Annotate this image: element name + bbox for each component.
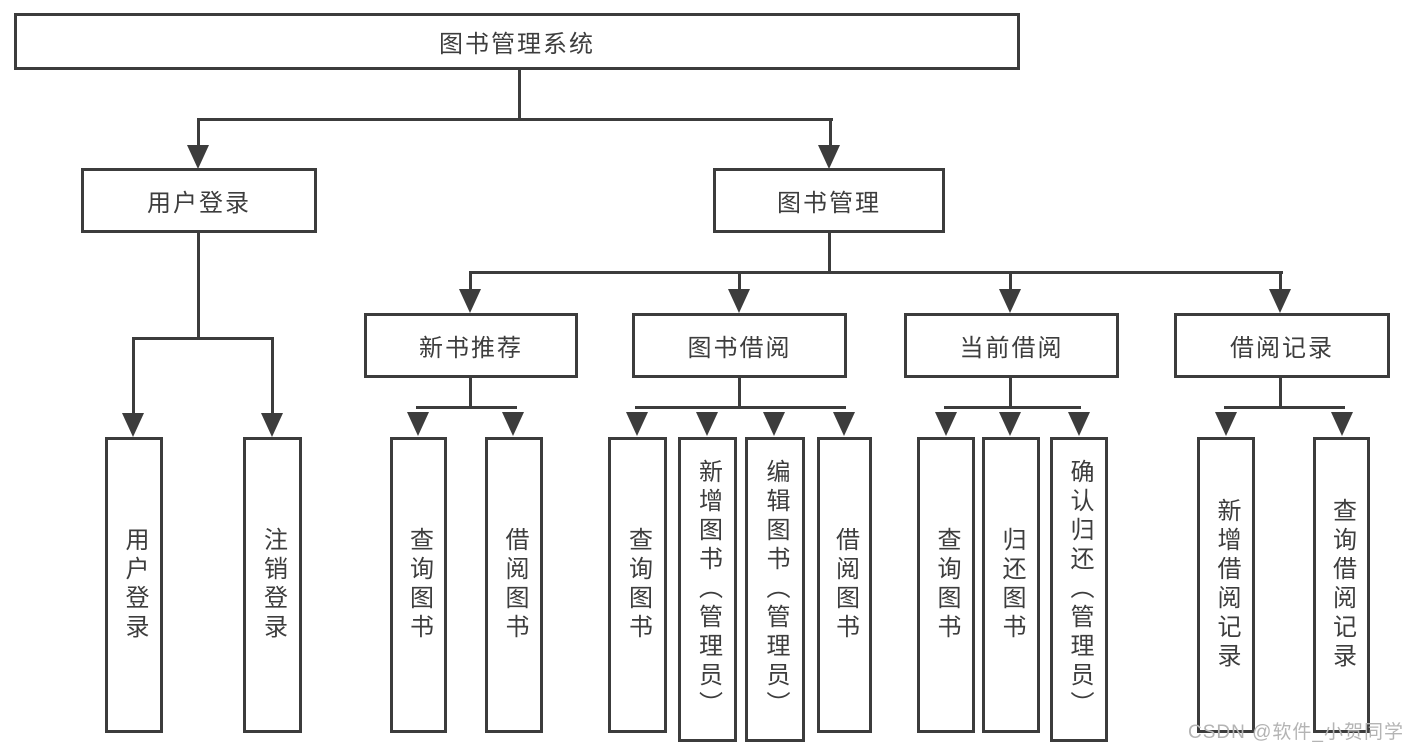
connector-level3-bar xyxy=(469,271,1283,274)
leaf-new-book-query: 查询图书 xyxy=(390,437,447,733)
arrow-down-icon xyxy=(626,412,648,436)
arrow-down-icon xyxy=(935,412,957,436)
leaf-label: 查询图书 xyxy=(624,527,652,643)
connector-leaf-drop xyxy=(132,340,135,415)
node-current-borrow: 当前借阅 xyxy=(904,313,1119,378)
connector-user-login-stem xyxy=(197,233,200,340)
leaf-label: 查询图书 xyxy=(405,527,433,643)
leaf-current-query: 查询图书 xyxy=(917,437,975,733)
connector-borrow-record-stem xyxy=(1279,378,1282,409)
arrow-down-icon xyxy=(999,412,1021,436)
connector-current-borrow-drop xyxy=(1009,274,1012,291)
leaf-label: 注销登录 xyxy=(259,527,287,643)
connector-user-login-bar xyxy=(132,337,274,340)
arrow-down-icon xyxy=(459,289,481,313)
node-library-management-system: 图书管理系统 xyxy=(14,13,1020,70)
leaf-borrow-book: 借阅图书 xyxy=(817,437,872,733)
connector-borrow-record-bar xyxy=(1224,406,1345,409)
leaf-label: 新增借阅记录 xyxy=(1213,498,1240,672)
connector-book-borrow-stem xyxy=(738,378,741,409)
leaf-label: 借阅图书 xyxy=(831,527,859,643)
connector-book-mgmt-drop xyxy=(829,121,832,148)
node-borrow-record: 借阅记录 xyxy=(1174,313,1390,378)
leaf-borrow-add-book-admin: 新增图书（管理员） xyxy=(678,437,737,742)
leaf-confirm-return-admin: 确认归还（管理员） xyxy=(1050,437,1108,742)
leaf-borrow-edit-book-admin: 编辑图书（管理员） xyxy=(745,437,805,742)
leaf-label: 查询图书 xyxy=(933,527,960,643)
arrow-down-icon xyxy=(1068,412,1090,436)
leaf-label: 借阅图书 xyxy=(501,527,528,643)
node-book-borrow: 图书借阅 xyxy=(632,313,847,378)
leaf-label: 新增图书（管理员） xyxy=(694,459,722,720)
connector-level2-bar xyxy=(197,118,833,121)
connector-leaf-drop xyxy=(271,340,274,415)
leaf-new-book-borrow: 借阅图书 xyxy=(485,437,543,733)
arrow-down-icon xyxy=(1269,289,1291,313)
arrow-down-icon xyxy=(833,412,855,436)
connector-book-borrow-drop xyxy=(738,274,741,291)
arrow-down-icon xyxy=(1331,412,1353,436)
arrow-down-icon xyxy=(407,412,429,436)
node-new-book-recommend: 新书推荐 xyxy=(364,313,578,378)
leaf-logout: 注销登录 xyxy=(243,437,302,733)
arrow-down-icon xyxy=(818,145,840,169)
leaf-query-borrow-record: 查询借阅记录 xyxy=(1313,437,1370,733)
connector-new-book-drop xyxy=(469,274,472,291)
arrow-down-icon xyxy=(502,412,524,436)
connector-borrow-record-drop xyxy=(1279,274,1282,291)
connector-new-book-stem xyxy=(469,378,472,409)
arrow-down-icon xyxy=(763,412,785,436)
leaf-label: 确认归还（管理员） xyxy=(1066,459,1093,720)
csdn-watermark: CSDN @软件_小贺同学 xyxy=(1188,722,1404,743)
arrow-down-icon xyxy=(261,413,283,437)
leaf-label: 编辑图书（管理员） xyxy=(762,459,789,720)
leaf-label: 查询借阅记录 xyxy=(1328,498,1356,672)
node-book-management: 图书管理 xyxy=(713,168,945,233)
leaf-return-book: 归还图书 xyxy=(982,437,1040,733)
arrow-down-icon xyxy=(1215,412,1237,436)
arrow-down-icon xyxy=(122,413,144,437)
connector-user-login-drop xyxy=(197,121,200,148)
connector-current-borrow-stem xyxy=(1009,378,1012,409)
connector-book-borrow-bar xyxy=(635,406,846,409)
connector-new-book-bar xyxy=(416,406,517,409)
leaf-label: 归还图书 xyxy=(998,527,1025,643)
node-user-login: 用户登录 xyxy=(81,168,317,233)
leaf-user-login: 用户登录 xyxy=(105,437,163,733)
leaf-label: 用户登录 xyxy=(121,527,148,643)
leaf-add-borrow-record: 新增借阅记录 xyxy=(1197,437,1255,733)
arrow-down-icon xyxy=(999,289,1021,313)
arrow-down-icon xyxy=(187,145,209,169)
arrow-down-icon xyxy=(728,289,750,313)
connector-current-borrow-bar xyxy=(944,406,1081,409)
leaf-borrow-query: 查询图书 xyxy=(608,437,667,733)
arrow-down-icon xyxy=(696,412,718,436)
connector-book-mgmt-stem xyxy=(828,233,831,274)
connector-root-stem xyxy=(518,69,521,121)
